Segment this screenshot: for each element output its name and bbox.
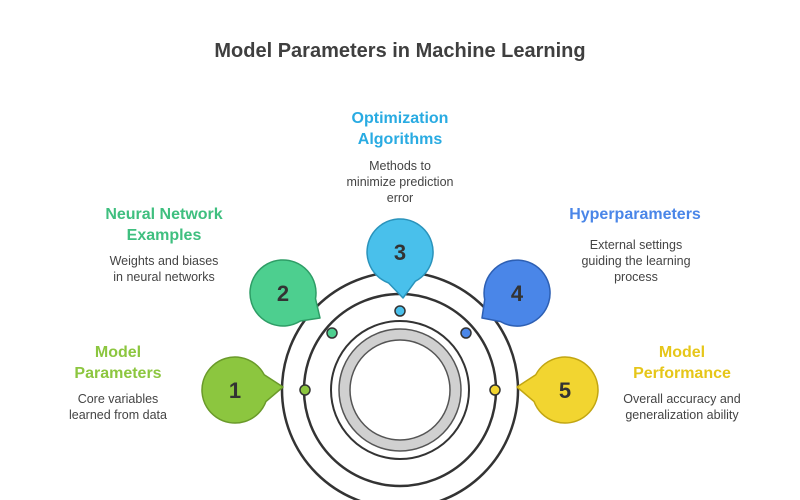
- item-heading-line: Neural Network: [105, 206, 223, 223]
- item-description-line: minimize prediction: [346, 175, 454, 189]
- item-heading-4: Hyperparameters: [535, 204, 735, 225]
- item-description-line: Overall accuracy and: [623, 392, 741, 406]
- item-heading-line: Hyperparameters: [569, 206, 701, 223]
- diagram-title: Model Parameters in Machine Learning: [214, 40, 586, 62]
- bubble-number-3: 3: [394, 240, 406, 265]
- item-heading-line: Model: [658, 344, 706, 361]
- bubble-number-5: 5: [559, 378, 571, 403]
- item-description-line: Core variables: [77, 392, 159, 406]
- ring-dot-1: [299, 384, 311, 396]
- item-description-line: in neural networks: [113, 270, 215, 284]
- item-heading-line: Performance: [633, 365, 731, 382]
- bubble-2: [249, 259, 321, 327]
- item-description-line: guiding the learning: [581, 254, 691, 268]
- ring-dot-4: [460, 327, 472, 339]
- ring-dot-5: [489, 384, 501, 396]
- item-description-line: Methods to: [369, 159, 431, 173]
- item-description-line: process: [614, 270, 658, 284]
- item-description-4: External settings guiding the learning pro…: [536, 237, 736, 285]
- item-description-1: Core variables learned from data: [18, 391, 218, 423]
- ring-dot-2: [326, 327, 338, 339]
- bubble-number-1: 1: [229, 378, 241, 403]
- ring-dot-3: [394, 305, 406, 317]
- bubble-number-4: 4: [511, 281, 524, 306]
- bubble-5: [516, 356, 599, 424]
- bubble-3: [366, 218, 434, 299]
- item-description-2: Weights and biases in neural networks: [64, 253, 264, 285]
- bubble-1: [201, 356, 284, 424]
- core-center: [349, 339, 451, 441]
- item-heading-line: Optimization: [351, 110, 449, 127]
- item-heading-line: Algorithms: [357, 131, 443, 148]
- item-description-3: Methods to minimize prediction error: [300, 158, 500, 206]
- bubble-number-2: 2: [277, 281, 289, 306]
- item-description-line: generalization ability: [625, 408, 739, 422]
- item-heading-line: Model: [94, 344, 142, 361]
- bubble-4: [481, 259, 551, 327]
- item-heading-line: Examples: [126, 227, 202, 244]
- item-description-line: Weights and biases: [109, 254, 219, 268]
- item-description-line: External settings: [589, 238, 683, 252]
- item-description-5: Overall accuracy and generalization abili…: [582, 391, 782, 423]
- item-description-line: error: [386, 191, 414, 205]
- item-description-line: learned from data: [69, 408, 167, 422]
- item-heading-line: Parameters: [74, 365, 162, 382]
